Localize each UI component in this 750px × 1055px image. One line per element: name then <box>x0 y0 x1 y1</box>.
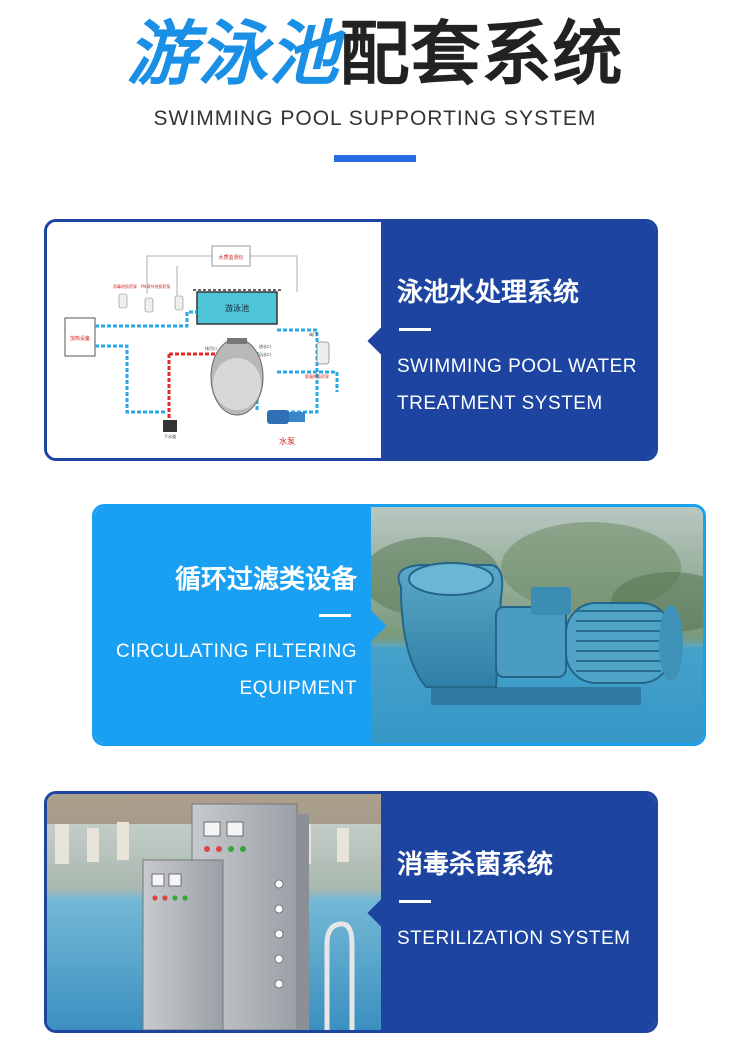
pool-label: 游泳池 <box>225 303 249 313</box>
section-subtitle-en-line2: EQUIPMENT <box>239 678 357 699</box>
water-treatment-diagram: 水质监测仪 游泳池 加热设备 水泵 <box>47 222 381 458</box>
section-title: 消毒杀菌系统 <box>397 850 554 880</box>
valve-label: 阀门 <box>309 331 317 337</box>
section-subtitle-en-line1: SWIMMING POOL WATER <box>397 356 637 377</box>
page-title-rest: 配套系统 <box>339 13 624 95</box>
sterilization-panel: 消毒杀菌系统 STERILIZATION SYSTEM <box>381 794 655 1030</box>
circulating-filter-card[interactable]: 循环过滤类设备 CIRCULATING FILTERING EQUIPMENT <box>92 504 706 746</box>
section-divider <box>319 614 351 617</box>
inlet-label: 进水口 <box>259 343 271 349</box>
page-title-highlight: 游泳池 <box>126 13 340 95</box>
pump-photo <box>371 507 703 743</box>
water-treatment-panel: 泳池水处理系统 SWIMMING POOL WATER TREATMENT SY… <box>381 222 655 458</box>
section-subtitle-en-line1: STERILIZATION SYSTEM <box>397 928 631 949</box>
section-title: 循环过滤类设备 <box>174 565 357 595</box>
section-subtitle-en: STERILIZATION SYSTEM <box>397 920 655 957</box>
section-subtitle-en-line2: TREATMENT SYSTEM <box>397 393 603 414</box>
page-title: 游泳池配套系统 <box>0 8 750 100</box>
water-treatment-card[interactable]: 水质监测仪 游泳池 加热设备 水泵 <box>44 219 658 461</box>
section-divider <box>399 328 431 331</box>
monitor-label: 水质监测仪 <box>218 254 243 261</box>
ph-label: PH调节剂投药泵 <box>141 283 170 289</box>
dosing-label: 絮凝剂投药泵 <box>305 373 329 379</box>
section-subtitle-en-line1: CIRCULATING FILTERING <box>116 641 357 662</box>
pump-label: 水泵 <box>279 436 295 446</box>
section-divider <box>399 900 431 903</box>
outlet-label: 出水口 <box>259 351 271 357</box>
back-valve-label: 排污口 <box>205 345 217 351</box>
sterilization-card[interactable]: 消毒杀菌系统 STERILIZATION SYSTEM <box>44 791 658 1033</box>
heater-label: 加热设备 <box>70 335 90 342</box>
title-accent-bar <box>334 155 416 162</box>
sterilizer-photo <box>47 794 381 1030</box>
section-title: 泳池水处理系统 <box>397 278 580 308</box>
section-subtitle-en: SWIMMING POOL WATER TREATMENT SYSTEM <box>397 348 655 422</box>
page-subtitle: SWIMMING POOL SUPPORTING SYSTEM <box>153 107 597 130</box>
section-subtitle-en: CIRCULATING FILTERING EQUIPMENT <box>97 633 357 707</box>
drain-label: 下水道 <box>164 433 176 439</box>
circulating-filter-panel: 循环过滤类设备 CIRCULATING FILTERING EQUIPMENT <box>95 507 371 743</box>
disinfect-label: 消毒剂投药泵 <box>113 283 137 289</box>
